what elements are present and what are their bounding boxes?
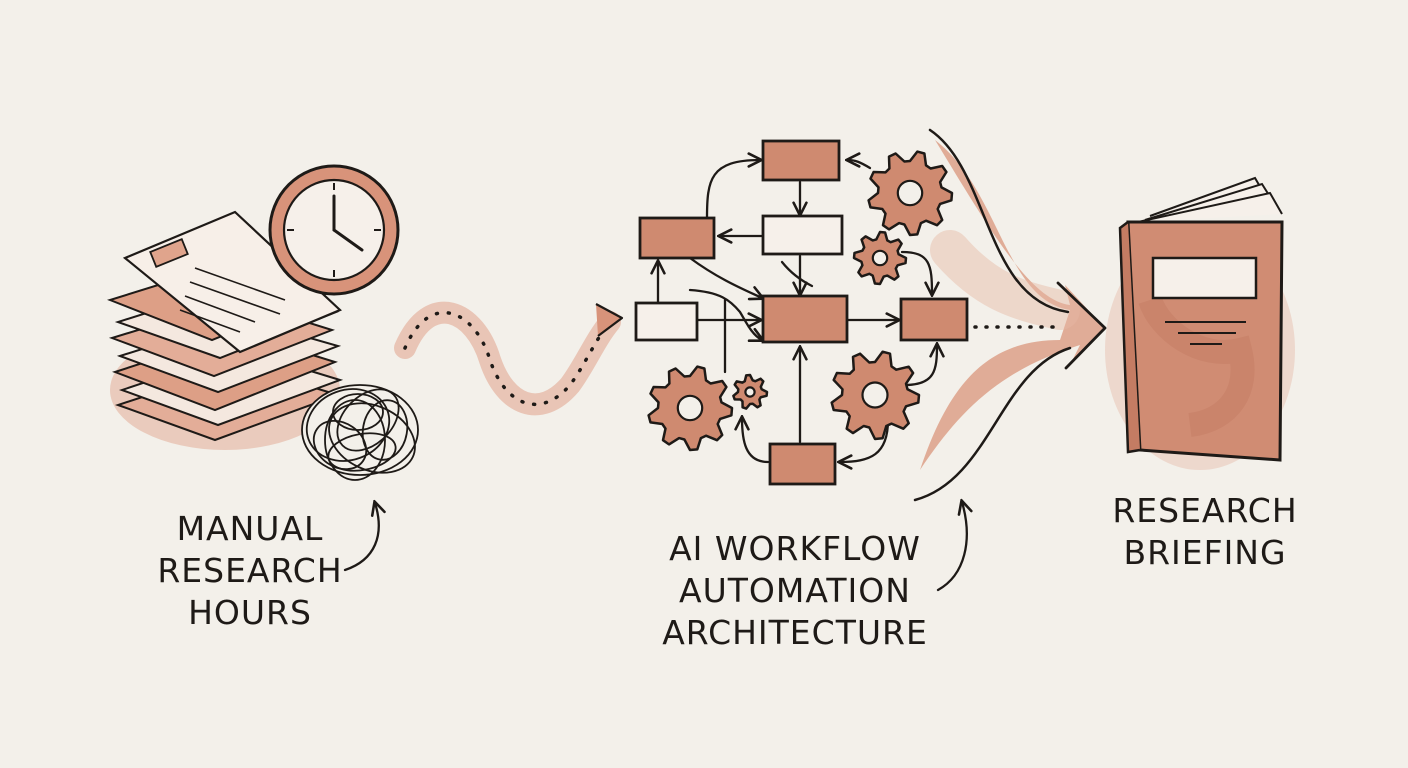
wash-arrow: [913, 128, 1107, 502]
process-box-center-top: [761, 214, 844, 256]
briefing-label-line-2: BRIEFING: [1123, 533, 1287, 572]
workflow-label: AI WORKFLOW AUTOMATION ARCHITECTURE: [640, 528, 950, 654]
briefing-label-line-1: RESEARCH: [1112, 491, 1298, 530]
gear-hole: [871, 249, 889, 267]
process-box-left: [638, 216, 716, 260]
process-box-core: [761, 294, 849, 344]
book-icon: [1105, 176, 1295, 470]
process-box-input: [634, 301, 699, 342]
manual-label-line-1: MANUAL: [176, 509, 324, 548]
process-box-output: [899, 297, 969, 342]
clock-icon: [268, 164, 400, 296]
gear-cluster: [647, 150, 954, 452]
manual-label-pointer: [343, 503, 379, 572]
workflow-network: [634, 139, 969, 486]
gear-hole: [861, 381, 889, 409]
workflow-label-pointer: [936, 502, 967, 592]
workflow-label-line-1: AI WORKFLOW: [669, 529, 921, 568]
tangled-scribble-icon: [301, 384, 419, 481]
workflow-label-line-2: AUTOMATION: [679, 571, 911, 610]
manual-label-line-2: RESEARCH: [157, 551, 343, 590]
research-briefing-label: RESEARCH BRIEFING: [1100, 490, 1310, 574]
process-box-top: [761, 139, 841, 182]
gear-hole: [896, 179, 924, 207]
paper-stack-icon: [106, 210, 344, 450]
workflow-label-line-3: ARCHITECTURE: [662, 613, 928, 652]
gear-hole: [676, 394, 704, 422]
dotted-wave-arrow: [394, 301, 624, 416]
manual-label-line-3: HOURS: [188, 593, 312, 632]
gear-hole: [744, 386, 756, 398]
book-title-box: [1151, 256, 1258, 300]
process-box-bottom: [768, 442, 837, 486]
manual-research-label: MANUAL RESEARCH HOURS: [150, 508, 350, 634]
